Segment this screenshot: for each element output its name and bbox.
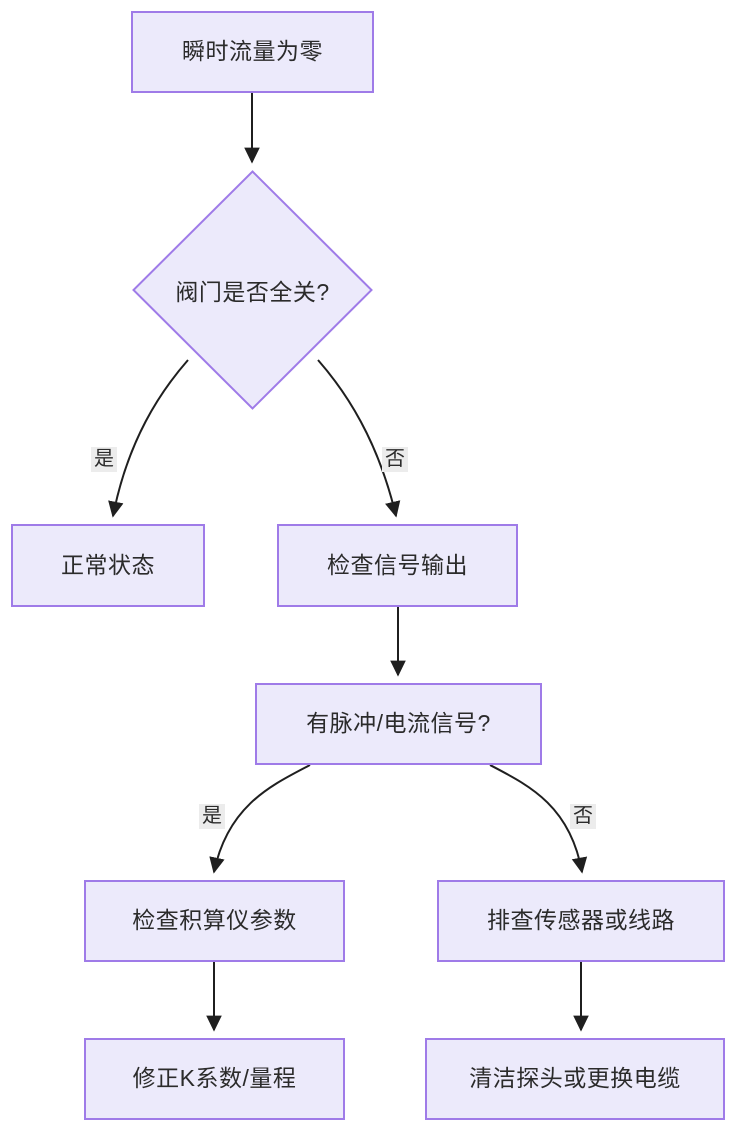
edge-label-yes-signal: 是 <box>199 804 225 829</box>
edge-n5-to-n7 <box>489 764 588 874</box>
node-label: 检查积算仪参数 <box>132 907 297 934</box>
node-instantaneous-flow-zero[interactable]: 瞬时流量为零 <box>131 11 374 93</box>
edge-label-yes-valve: 是 <box>91 447 117 472</box>
node-correct-k-factor-range[interactable]: 修正K系数/量程 <box>84 1038 345 1120</box>
edge-n5-to-n6 <box>209 764 311 874</box>
node-label: 排查传感器或线路 <box>487 907 675 934</box>
node-label: 有脉冲/电流信号? <box>306 710 491 737</box>
node-label: 正常状态 <box>61 551 155 578</box>
node-label: 瞬时流量为零 <box>182 38 323 65</box>
node-label: 检查信号输出 <box>327 551 468 578</box>
node-pulse-current-signal-decision[interactable]: 有脉冲/电流信号? <box>255 683 542 765</box>
edge-label-no-valve: 否 <box>382 447 408 472</box>
node-valve-fully-closed-decision[interactable]: 阀门是否全关? <box>132 170 373 410</box>
node-label: 阀门是否全关? <box>175 279 330 305</box>
node-check-signal-output[interactable]: 检查信号输出 <box>277 524 518 607</box>
node-label: 修正K系数/量程 <box>132 1065 297 1092</box>
node-troubleshoot-sensor-or-wiring[interactable]: 排查传感器或线路 <box>437 880 725 962</box>
node-clean-probe-or-replace-cable[interactable]: 清洁探头或更换电缆 <box>425 1038 725 1120</box>
node-label: 清洁探头或更换电缆 <box>469 1065 681 1092</box>
edge-label-no-signal: 否 <box>570 804 596 829</box>
diamond-shape-icon <box>132 170 373 410</box>
node-normal-state[interactable]: 正常状态 <box>11 524 205 607</box>
node-check-flow-computer-parameters[interactable]: 检查积算仪参数 <box>84 880 345 962</box>
